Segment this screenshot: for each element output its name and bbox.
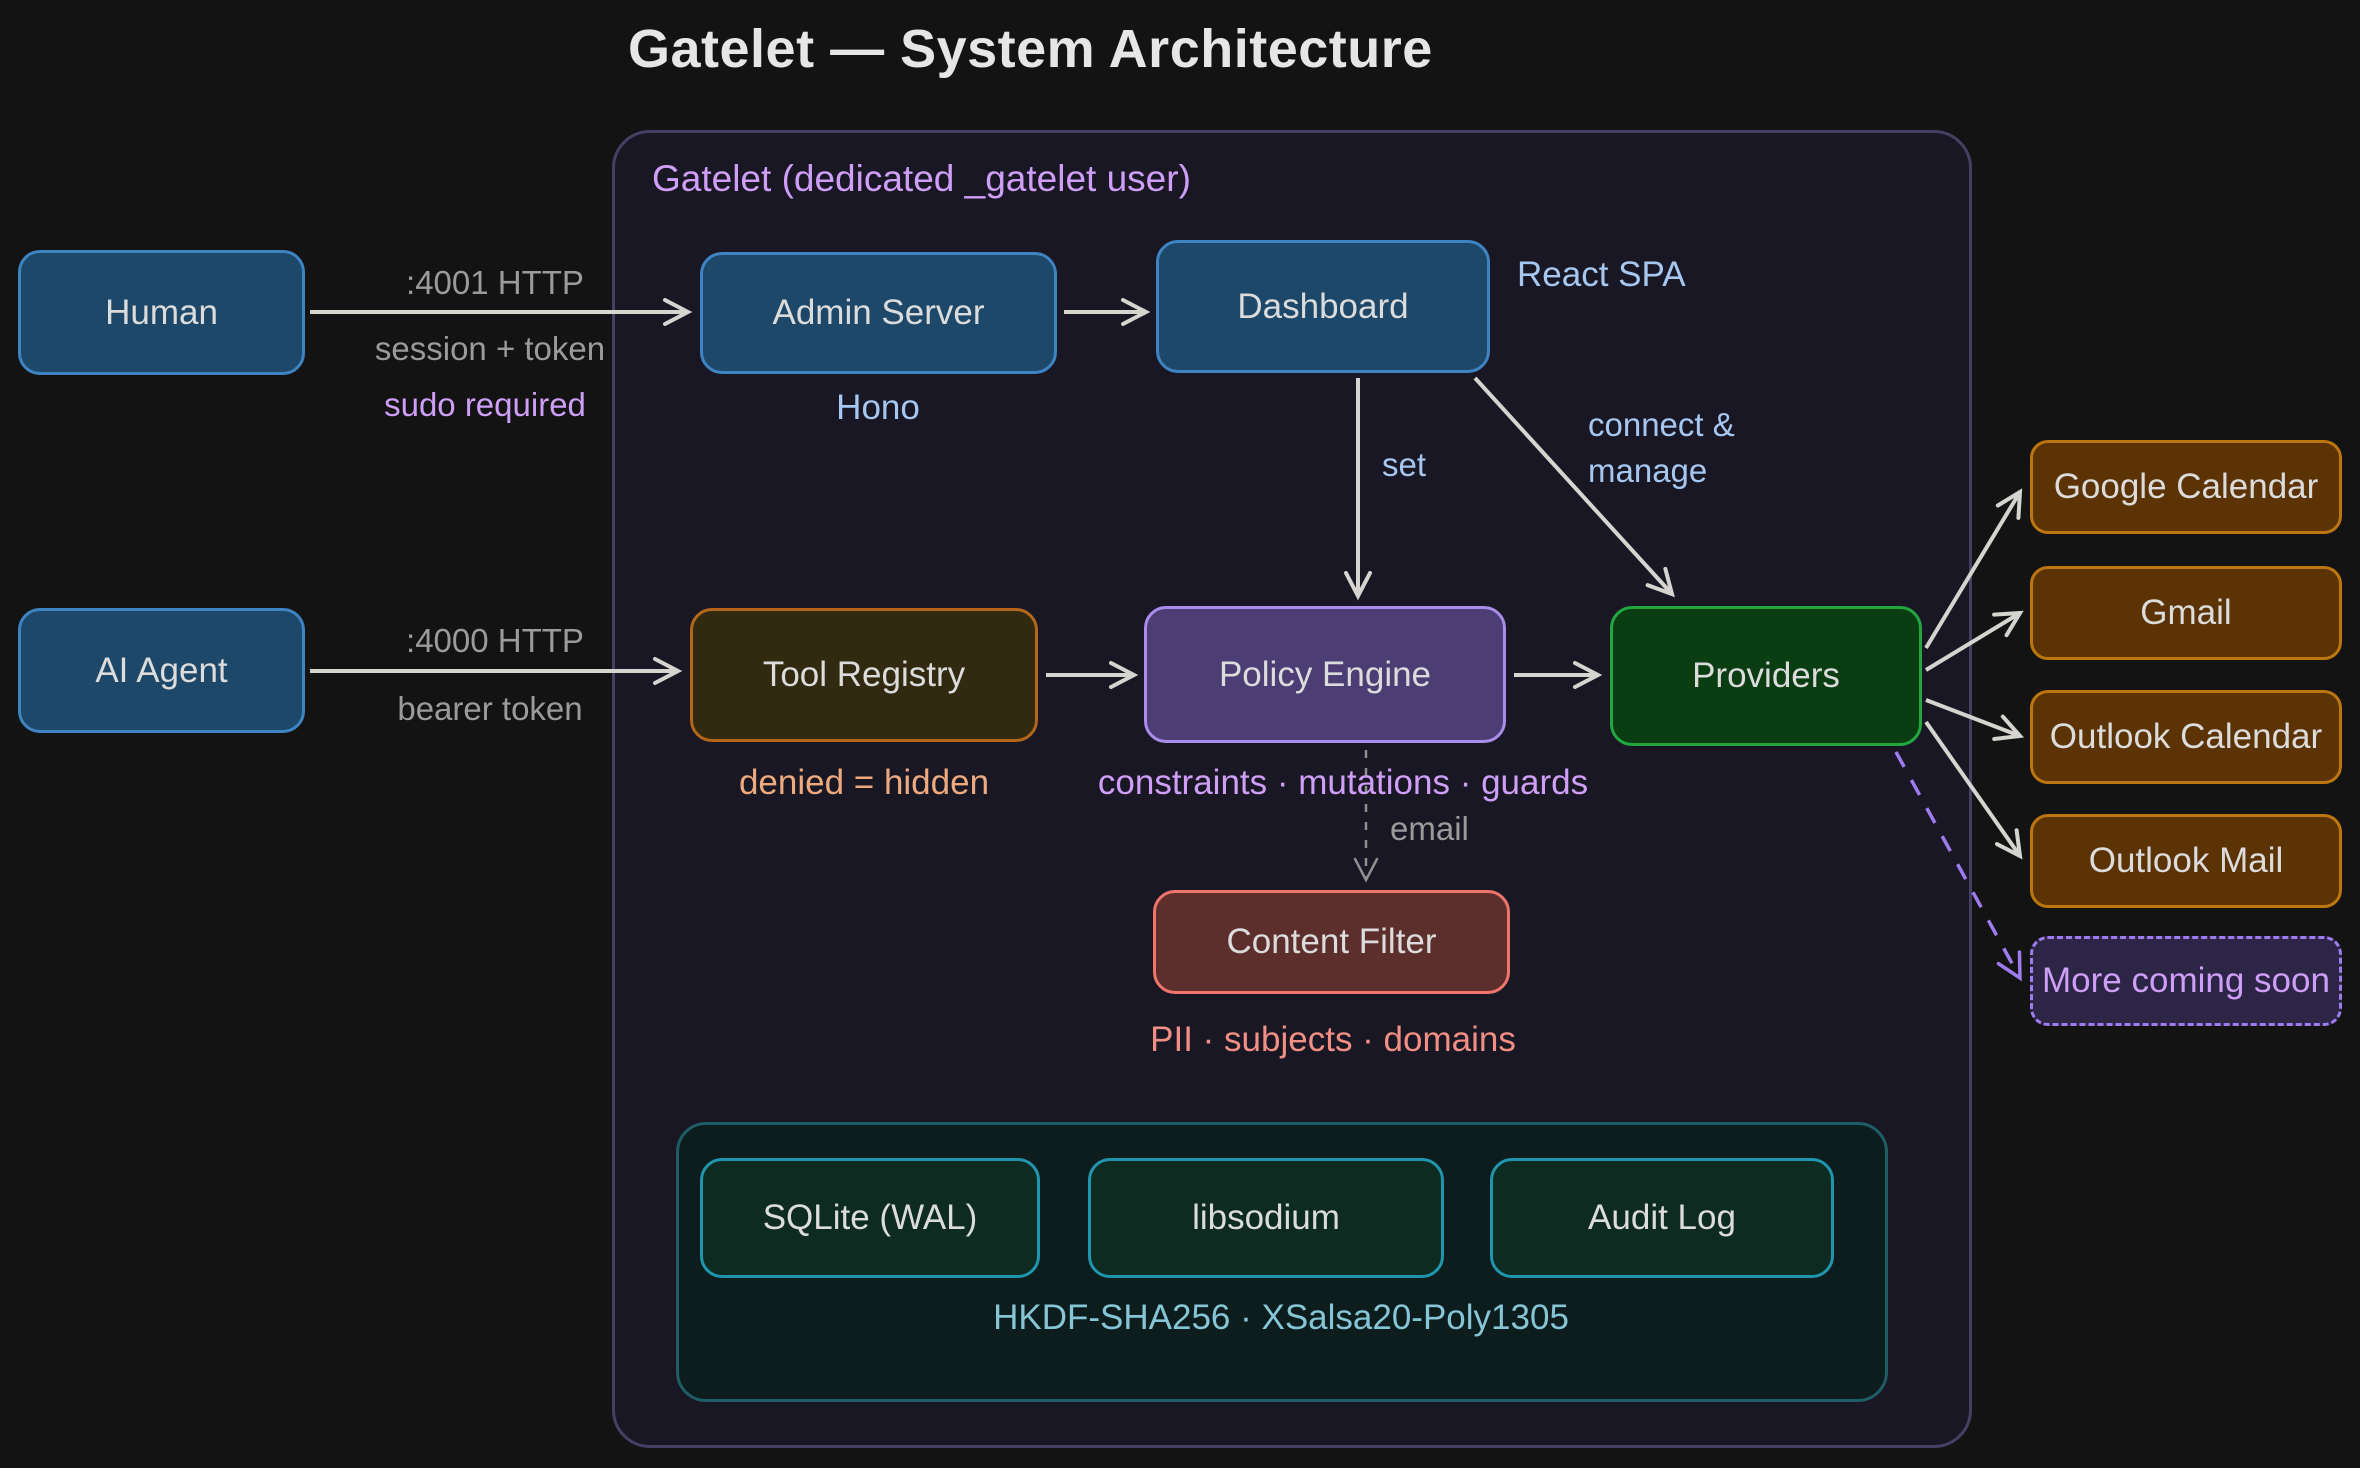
- node-libsodium: libsodium: [1088, 1158, 1444, 1278]
- edge-label-set: set: [1382, 446, 1427, 483]
- caption-react-spa: React SPA: [1517, 255, 1686, 294]
- edge-label-port-4001: :4001 HTTP: [406, 264, 584, 301]
- caption-denied-hidden: denied = hidden: [738, 763, 990, 802]
- node-more-coming-soon: More coming soon: [2030, 936, 2342, 1026]
- node-admin-server: Admin Server: [700, 252, 1057, 374]
- node-human: Human: [18, 250, 305, 375]
- node-outlook-mail: Outlook Mail: [2030, 814, 2342, 908]
- caption-policy-engine: constraints · mutations · guards: [1097, 763, 1589, 802]
- node-content-filter: Content Filter: [1153, 890, 1510, 994]
- edge-label-connect: connect &: [1588, 406, 1735, 443]
- node-audit-log: Audit Log: [1490, 1158, 1834, 1278]
- node-policy-engine: Policy Engine: [1144, 606, 1506, 743]
- node-dashboard: Dashboard: [1156, 240, 1490, 373]
- caption-hono: Hono: [836, 388, 920, 427]
- node-gmail: Gmail: [2030, 566, 2342, 660]
- edge-label-port-4000: :4000 HTTP: [406, 622, 584, 659]
- caption-content-filter: PII · subjects · domains: [1150, 1020, 1516, 1059]
- node-google-calendar: Google Calendar: [2030, 440, 2342, 534]
- page-title: Gatelet — System Architecture: [628, 19, 1433, 79]
- edge-label-manage: manage: [1588, 452, 1708, 489]
- edge-label-session-token: session + token: [374, 330, 606, 367]
- node-providers: Providers: [1610, 606, 1922, 746]
- node-sqlite: SQLite (WAL): [700, 1158, 1040, 1278]
- edge-label-bearer-token: bearer token: [397, 690, 583, 727]
- edge-label-sudo-required: sudo required: [384, 386, 586, 423]
- node-outlook-calendar: Outlook Calendar: [2030, 690, 2342, 784]
- node-tool-registry: Tool Registry: [690, 608, 1038, 742]
- caption-storage-crypto: HKDF-SHA256 · XSalsa20-Poly1305: [993, 1298, 1569, 1337]
- node-ai-agent: AI Agent: [18, 608, 305, 733]
- edge-label-email: email: [1390, 810, 1469, 847]
- gatelet-container-label: Gatelet (dedicated _gatelet user): [652, 158, 1191, 199]
